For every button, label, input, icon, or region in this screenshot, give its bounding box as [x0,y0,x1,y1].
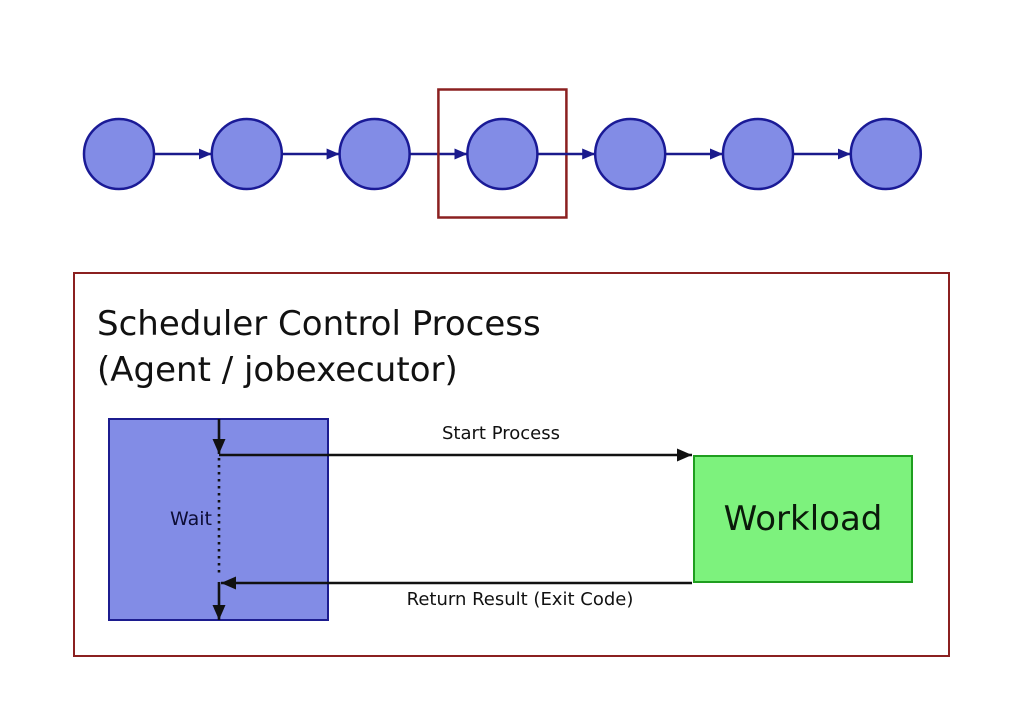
return-result-label: Return Result (Exit Code) [406,589,634,610]
job-node-3 [338,117,411,191]
job-node-6 [721,117,795,191]
workload-label: Workload [723,499,883,539]
panel-title-line1: Scheduler Control Process [97,304,541,344]
wait-label: Wait [170,508,212,530]
panel-title-line2: (Agent / jobexecutor) [97,350,458,390]
job-node-2 [210,117,284,191]
job-node-1 [82,117,156,191]
job-node-5 [593,117,667,191]
panel-title: Scheduler Control Process (Agent / jobex… [97,301,541,393]
job-node-4 [466,117,539,191]
job-chain-diagram [82,88,923,219]
agent-box [108,418,329,621]
job-node-7 [849,117,923,191]
start-process-label: Start Process [442,423,560,444]
workload-box: Workload [693,455,913,583]
